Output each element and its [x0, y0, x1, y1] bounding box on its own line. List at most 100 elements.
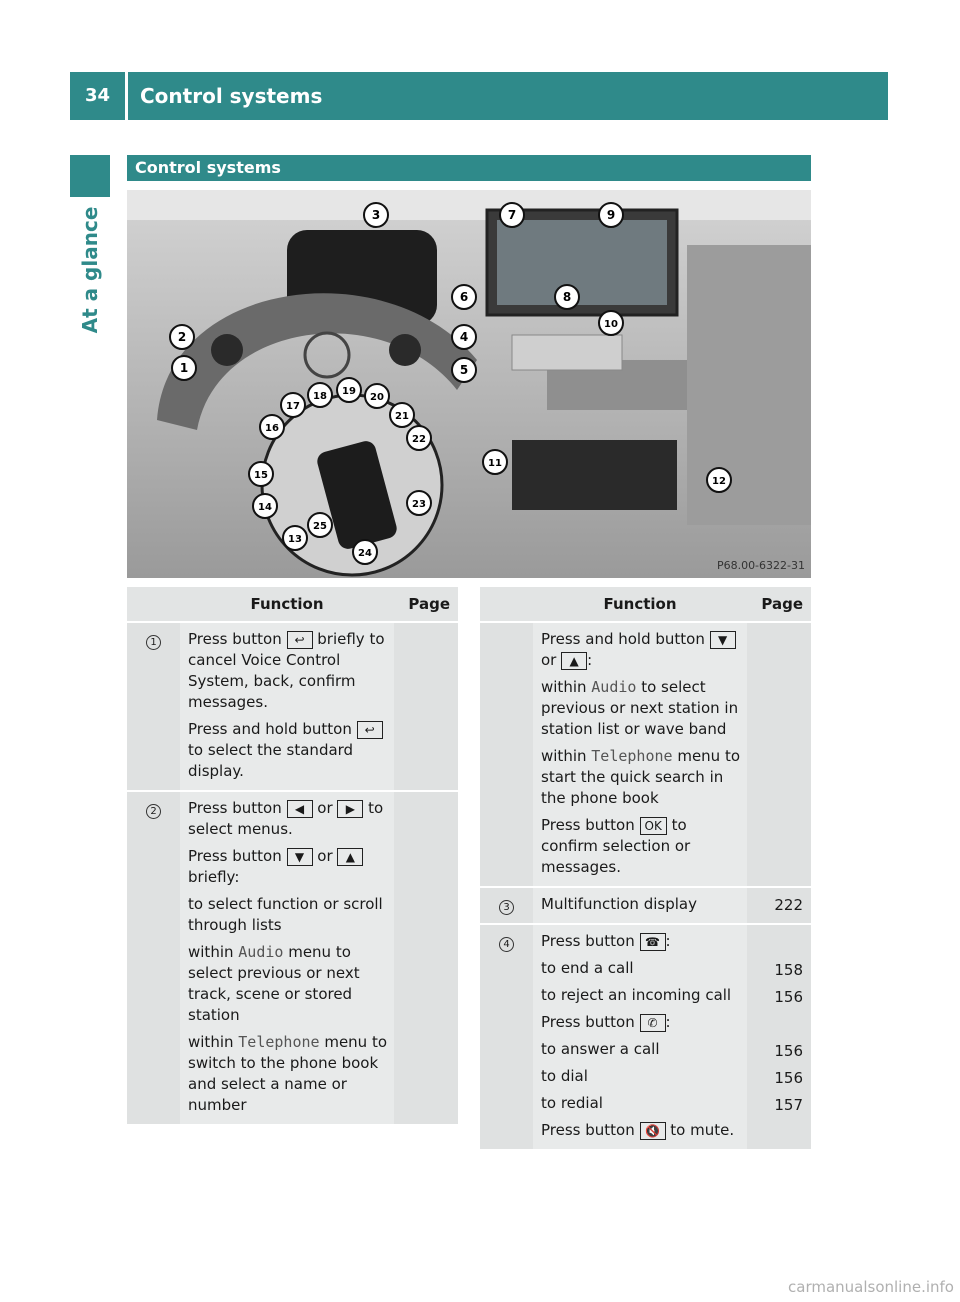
- key-symbol-icon: ↩: [356, 721, 383, 739]
- item-number: 2: [146, 804, 161, 819]
- callout-18: 18: [307, 382, 333, 408]
- callout-label: 20: [370, 392, 384, 403]
- callout-label: 14: [258, 502, 272, 513]
- function-cell: Press and hold button ▼ or ▲: within Audi…: [533, 621, 747, 886]
- col-function-header: Function: [180, 587, 394, 621]
- item-number: 1: [146, 635, 161, 650]
- col-num-header: [127, 587, 180, 621]
- page-ref: 222: [774, 896, 803, 914]
- page-title: Control systems: [140, 84, 323, 108]
- key-symbol-icon: ▲: [337, 848, 364, 866]
- callout-label: 15: [254, 470, 268, 481]
- page-number: 34: [84, 85, 111, 106]
- key-symbol-icon: ▲: [561, 652, 588, 670]
- callout-label: 2: [178, 330, 186, 344]
- callout-17: 17: [280, 392, 306, 418]
- callout-label: 16: [265, 423, 279, 434]
- col-page-header: Page: [394, 587, 458, 621]
- key-symbol-icon: ↩: [286, 631, 313, 649]
- item-number: 3: [499, 900, 514, 915]
- function-text: to redial: [541, 1094, 603, 1112]
- function-text: Press and hold button ▼ or ▲:: [541, 629, 741, 671]
- function-cell: Multifunction display: [533, 886, 747, 923]
- side-tab-label: At a glance: [78, 206, 102, 334]
- callout-21: 21: [389, 402, 415, 428]
- callout-label: 25: [313, 521, 327, 532]
- function-text: within Audio to select previous or next …: [541, 678, 739, 738]
- callout-label: 6: [460, 290, 468, 304]
- callout-label: 19: [342, 386, 356, 397]
- key-symbol-icon: ☎: [639, 933, 666, 951]
- key-symbol-icon: 🔇: [639, 1122, 666, 1140]
- callout-label: 11: [488, 458, 502, 469]
- function-text: Press button OK to confirm selection or …: [541, 816, 691, 876]
- col-function-header: Function: [533, 587, 747, 621]
- page-cell: [747, 621, 811, 886]
- item-number-cell: 4: [480, 923, 533, 1149]
- callout-label: 9: [607, 208, 615, 222]
- callout-1: 1: [171, 355, 197, 381]
- callout-label: 1: [180, 361, 188, 375]
- function-text: Press and hold button ↩ to select the st…: [188, 719, 388, 782]
- key-symbol-icon: ▼: [709, 631, 736, 649]
- callout-13: 13: [282, 525, 308, 551]
- item-number-cell: 1: [127, 621, 180, 790]
- callout-label: 22: [412, 434, 426, 445]
- callout-25: 25: [307, 512, 333, 538]
- callout-2: 2: [169, 324, 195, 350]
- callout-label: 12: [712, 476, 726, 487]
- callout-7: 7: [499, 202, 525, 228]
- callout-9: 9: [598, 202, 624, 228]
- callout-6: 6: [451, 284, 477, 310]
- key-symbol-icon: ✆: [639, 1014, 666, 1032]
- page-ref: [747, 1014, 803, 1035]
- callout-label: 3: [372, 208, 380, 222]
- function-text: within Audio menu to select previous or …: [188, 943, 360, 1024]
- page-cell: 222: [747, 886, 811, 923]
- menu-name: Telephone: [591, 747, 673, 765]
- item-number-cell: 2: [127, 790, 180, 1124]
- page-ref: 157: [774, 1096, 803, 1114]
- side-tab-block: [70, 155, 110, 197]
- page-ref: 158: [774, 961, 803, 979]
- table-row: Press and hold button ▼ or ▲: within Audi…: [480, 621, 811, 886]
- function-text: to dial: [541, 1067, 588, 1085]
- col-page-header: Page: [747, 587, 811, 621]
- callout-label: 24: [358, 548, 372, 559]
- figure-code: P68.00-6322-31: [716, 559, 805, 572]
- function-cell: Press button ◀ or ▶ to select menus.Pres…: [180, 790, 394, 1124]
- key-symbol-icon: ▶: [337, 800, 364, 818]
- callout-3: 3: [363, 202, 389, 228]
- callout-label: 5: [460, 363, 468, 377]
- menu-name: Audio: [591, 678, 637, 696]
- function-text: to reject an incoming call: [541, 986, 732, 1004]
- callout-label: 4: [460, 330, 468, 344]
- callout-15: 15: [248, 461, 274, 487]
- page-cell: [394, 621, 458, 790]
- callout-12: 12: [706, 467, 732, 493]
- callout-19: 19: [336, 377, 362, 403]
- callout-8: 8: [554, 284, 580, 310]
- callout-23: 23: [406, 490, 432, 516]
- section-bar: [127, 155, 811, 181]
- function-text: to answer a call: [541, 1040, 660, 1058]
- menu-name: Telephone: [238, 1033, 320, 1051]
- function-text: Press button ◀ or ▶ to select menus.: [188, 799, 384, 838]
- header-divider: [125, 72, 128, 120]
- page-ref: 156: [774, 1069, 803, 1087]
- key-symbol-icon: OK: [639, 817, 667, 835]
- item-number: 4: [499, 937, 514, 952]
- header-bar: [70, 72, 888, 120]
- function-text: Press button ✆:: [541, 1013, 671, 1032]
- watermark: carmanualsonline.info: [788, 1278, 954, 1296]
- callout-label: 18: [313, 391, 327, 402]
- side-tab: At a glance: [70, 200, 110, 340]
- function-text: Multifunction display: [541, 895, 697, 913]
- col-num-header: [480, 587, 533, 621]
